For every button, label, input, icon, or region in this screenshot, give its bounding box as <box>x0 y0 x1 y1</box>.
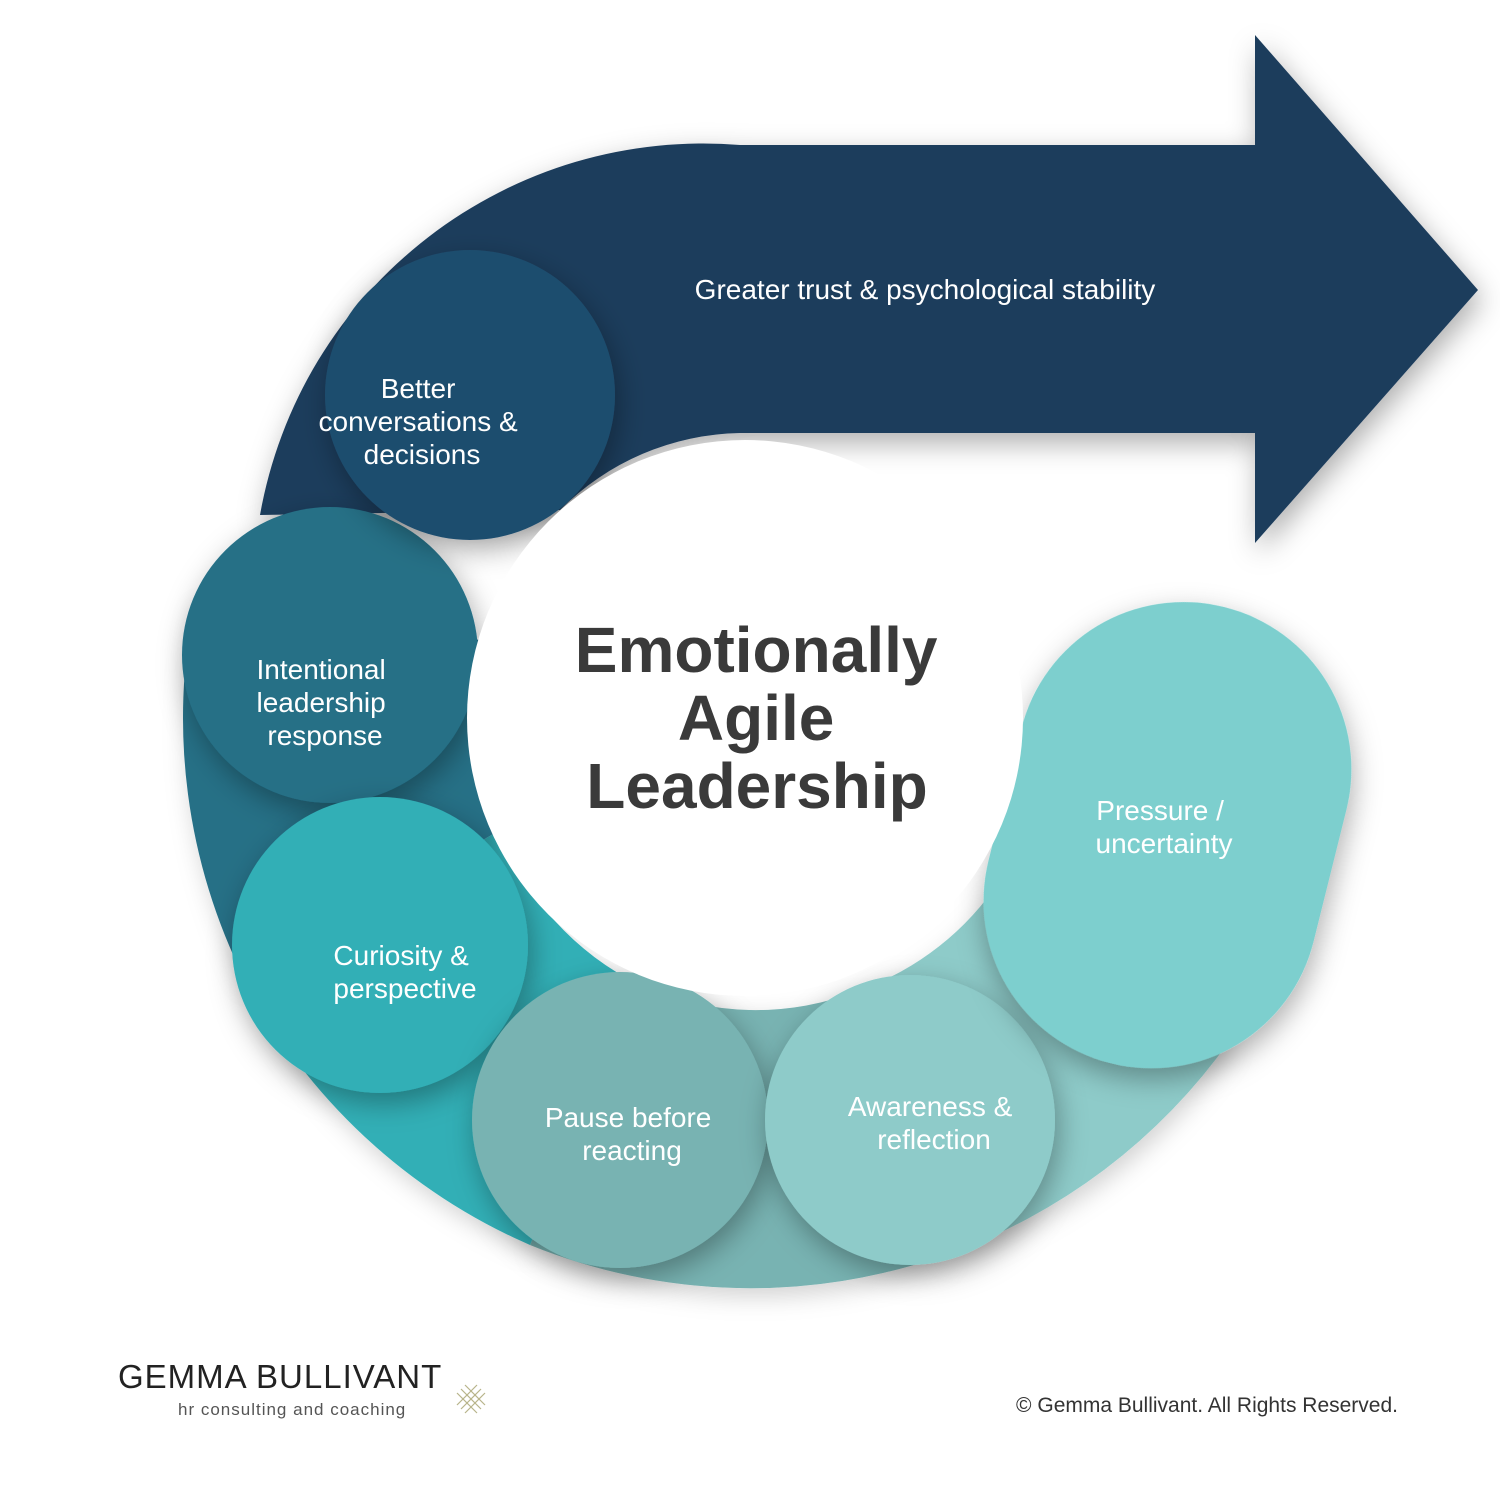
pressure-label: Pressure / uncertainty <box>1096 795 1233 859</box>
center-title-line-2: Agile <box>678 682 834 754</box>
better-conversations-label: Better conversations & decisions <box>319 373 526 470</box>
center-title: Emotionally Agile Leadership <box>575 614 956 822</box>
better-conversations-line-1: Better <box>381 373 456 404</box>
outcome-arrow-label: Greater trust & psychological stability <box>695 274 1156 305</box>
brand-tagline: hr consulting and coaching <box>178 1400 407 1419</box>
segment-awareness <box>765 975 1055 1265</box>
segment-pause <box>472 972 768 1268</box>
pause-label: Pause before reacting <box>545 1102 719 1166</box>
awareness-line-1: Awareness & <box>848 1091 1013 1122</box>
pressure-line-1: Pressure / <box>1096 795 1224 826</box>
segment-pressure <box>983 602 1352 1069</box>
curiosity-line-2: perspective <box>333 973 476 1004</box>
copyright-notice: © Gemma Bullivant. All Rights Reserved. <box>1016 1394 1398 1417</box>
segment-intentional-leadership <box>182 507 478 803</box>
center-title-line-1: Emotionally <box>575 614 938 686</box>
intentional-leadership-line-1: Intentional <box>257 654 386 685</box>
pause-line-1: Pause before <box>545 1102 712 1133</box>
intentional-leadership-line-3: response <box>267 720 382 751</box>
pressure-line-2: uncertainty <box>1096 828 1233 859</box>
better-conversations-line-3: decisions <box>364 439 481 470</box>
crosshatch-icon <box>456 1384 486 1414</box>
segment-better-conversations <box>325 250 615 540</box>
center-title-line-3: Leadership <box>586 750 927 822</box>
better-conversations-line-2: conversations & <box>319 406 519 437</box>
brand-name: GEMMA BULLIVANT <box>118 1358 443 1395</box>
intentional-leadership-label: Intentional leadership response <box>257 654 394 751</box>
segment-curiosity <box>232 797 528 1093</box>
intentional-leadership-line-2: leadership <box>257 687 386 718</box>
curiosity-line-1: Curiosity & <box>333 940 469 971</box>
pause-line-2: reacting <box>582 1135 682 1166</box>
awareness-label: Awareness & reflection <box>848 1091 1020 1155</box>
awareness-line-2: reflection <box>877 1124 991 1155</box>
center-disc <box>467 440 1023 996</box>
curiosity-label: Curiosity & perspective <box>333 940 476 1004</box>
